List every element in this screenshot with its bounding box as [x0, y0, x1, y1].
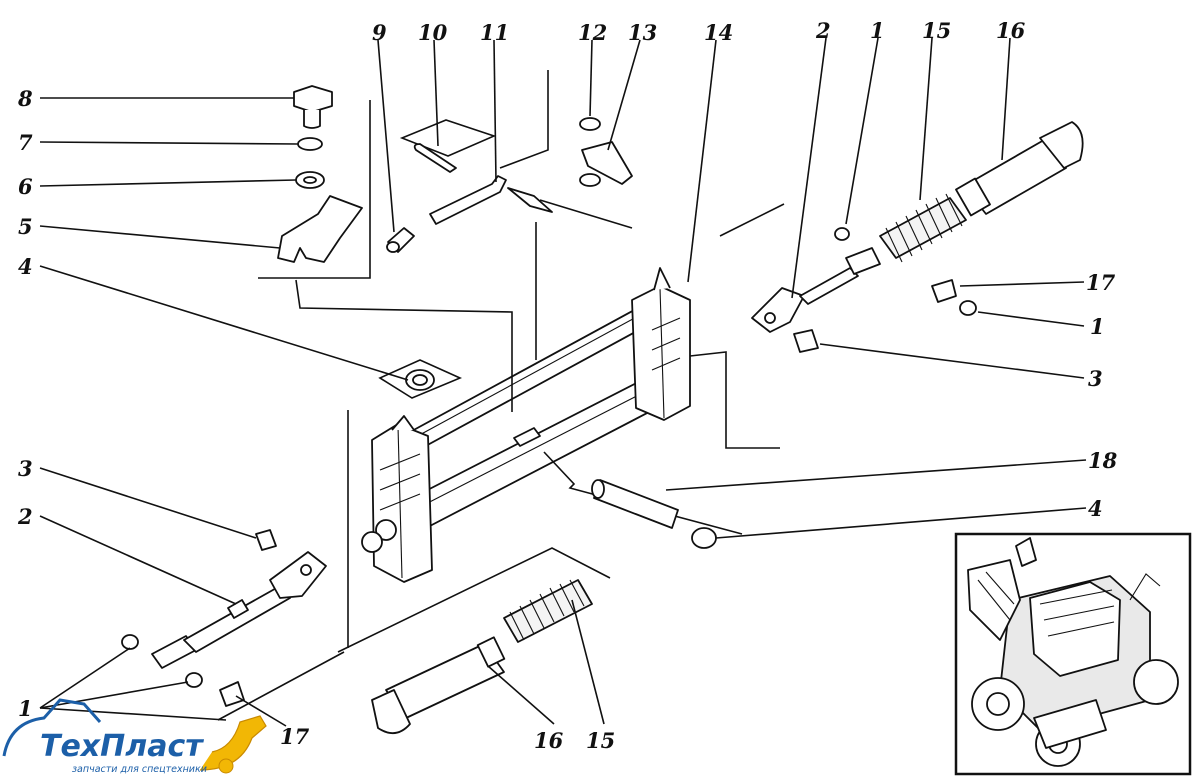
callout-16-bottom: 16 — [534, 728, 564, 753]
callout-15-bottom: 15 — [586, 728, 615, 753]
callout-8: 8 — [17, 86, 33, 111]
ring-part-lower-a — [121, 634, 139, 650]
cylinder-part-lower — [371, 636, 506, 734]
callout-12: 12 — [578, 20, 607, 45]
callout-15-top: 15 — [922, 18, 951, 43]
callout-9: 9 — [372, 20, 387, 45]
spring-part-upper — [879, 193, 967, 263]
callout-5: 5 — [18, 214, 33, 239]
ring-part-upper — [834, 227, 850, 241]
cylinder-part-upper — [955, 121, 1084, 217]
callout-14: 14 — [704, 20, 733, 45]
retaining-ring-right — [691, 527, 717, 549]
washer-part — [579, 117, 601, 131]
callout-4-left: 4 — [18, 254, 33, 279]
logo-name: ТехПласт — [40, 729, 204, 764]
callout-11: 11 — [480, 20, 509, 45]
pin-part-3-right — [793, 329, 819, 353]
ring-part-lower-b — [185, 672, 203, 688]
callout-4-right: 4 — [1088, 496, 1103, 521]
callout-13: 13 — [628, 20, 657, 45]
callout-6: 6 — [18, 174, 33, 199]
bracket-part — [277, 195, 363, 263]
ring-part-right — [959, 300, 977, 316]
callout-2-top: 2 — [815, 18, 831, 43]
spring-part-lower — [503, 579, 593, 643]
pin-part-lower — [219, 681, 245, 707]
callout-1-right: 1 — [1090, 314, 1105, 339]
bolt-part — [293, 85, 333, 129]
washer-part-lower — [579, 173, 601, 187]
pin-part-right — [931, 279, 957, 303]
callout-1-bottom: 1 — [18, 696, 33, 721]
callout-3-left: 3 — [18, 456, 33, 481]
inset-vehicle-view — [954, 532, 1192, 776]
callout-3-right: 3 — [1088, 366, 1103, 391]
bushing-part — [386, 227, 415, 253]
callout-17-right: 17 — [1086, 270, 1116, 295]
retaining-ring-part — [405, 369, 435, 391]
callout-16-top: 16 — [996, 18, 1026, 43]
backhoe-loader-icon — [967, 537, 1179, 767]
cotter-pin-part — [413, 143, 457, 173]
leader-lines — [39, 37, 1087, 727]
rod-part — [429, 175, 553, 225]
callout-7: 7 — [18, 130, 33, 155]
shaft-part — [591, 479, 679, 529]
callout-10: 10 — [418, 20, 448, 45]
callout-1-top: 1 — [870, 18, 885, 43]
techplast-logo: ТехПласт запчасти для спецтехники — [2, 698, 267, 775]
callout-numbers: 9 10 11 12 13 14 2 1 15 16 8 7 6 5 4 17 … — [17, 18, 1118, 753]
plate-part — [581, 141, 633, 185]
lock-washer-part — [297, 137, 323, 151]
callout-2-left: 2 — [17, 504, 33, 529]
callout-18: 18 — [1088, 448, 1118, 473]
flat-washer-part — [295, 171, 325, 189]
callout-17-bottom: 17 — [280, 724, 310, 749]
main-frame — [361, 267, 691, 583]
link-rod-upper — [751, 247, 881, 333]
pin-part-3-left — [255, 529, 277, 551]
link-rod-lower — [151, 551, 327, 669]
logo-tagline: запчасти для спецтехники — [72, 764, 207, 775]
